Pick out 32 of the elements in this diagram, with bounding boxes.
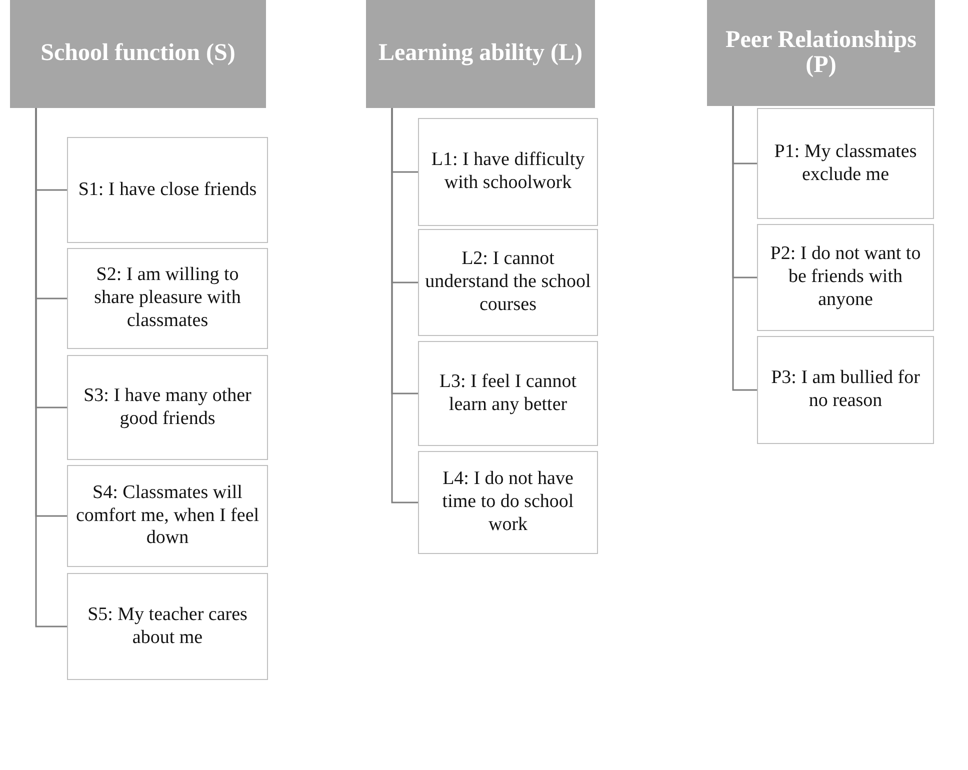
item-box: [418, 341, 598, 446]
item-text: L1: I have difficulty with schoolwork: [430, 149, 586, 195]
item-box: [67, 137, 268, 243]
category-header: [707, 0, 935, 106]
item-text: L4: I do not have time to do school work: [441, 468, 575, 537]
header-text: Peer Relationships (P): [724, 28, 918, 78]
item-text: L3: I feel I cannot learn any better: [438, 370, 578, 416]
header-text: School function (S): [40, 41, 236, 67]
item-box: [67, 573, 268, 680]
item-text: P2: I do not want to be friends with anyone: [769, 243, 922, 312]
item-box: [418, 229, 598, 336]
item-box: [418, 118, 598, 226]
item-text: S1: I have close friends: [78, 178, 257, 202]
item-text: L2: I cannot understand the school courses: [425, 248, 591, 317]
item-text: P1: My classmates exclude me: [773, 140, 918, 186]
connector-line: [732, 106, 757, 391]
item-box: [418, 451, 598, 554]
item-box: [757, 336, 934, 444]
category-header: [366, 0, 595, 108]
connector-line: [391, 108, 418, 504]
item-box: [757, 224, 934, 331]
item-text: S5: My teacher cares about me: [86, 604, 248, 650]
item-text: S2: I am willing to share pleasure with classmates: [93, 264, 242, 333]
category-header: [10, 0, 266, 108]
item-box: [67, 465, 268, 567]
item-box: [757, 108, 934, 219]
item-text: P3: I am bullied for no reason: [770, 367, 921, 413]
header-text: Learning ability (L): [378, 41, 582, 67]
item-box: [67, 355, 268, 460]
item-text: S3: I have many other good friends: [82, 384, 252, 430]
item-box: [67, 248, 268, 349]
item-text: S4: Classmates will comfort me, when I feel down: [74, 482, 260, 550]
